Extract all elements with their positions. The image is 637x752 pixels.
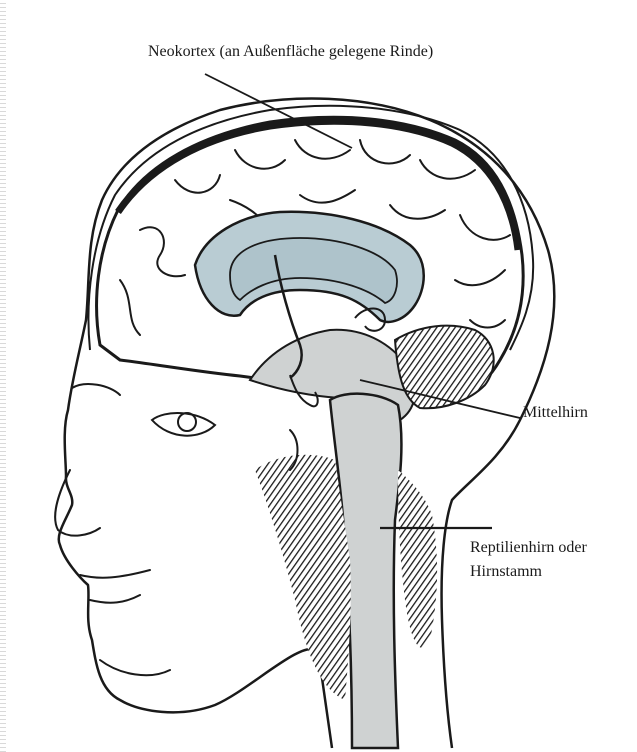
neck-shadow-right xyxy=(398,470,437,648)
iris xyxy=(178,413,196,431)
eyebrow xyxy=(72,384,120,395)
label-reptilienhirn-line2: Hirnstamm xyxy=(470,561,542,582)
chin xyxy=(100,660,170,675)
label-mittelhirn: Mittelhirn xyxy=(523,402,588,423)
eye xyxy=(152,413,215,436)
lip xyxy=(90,595,140,603)
cerebellum xyxy=(395,326,494,409)
mouth xyxy=(80,570,150,578)
neck-shadow-left xyxy=(255,455,351,700)
label-neokortex: Neokortex (an Außenfläche gelegene Rinde… xyxy=(148,41,433,62)
label-reptilienhirn-line1: Reptilienhirn oder xyxy=(470,537,587,558)
face-features xyxy=(55,384,297,675)
